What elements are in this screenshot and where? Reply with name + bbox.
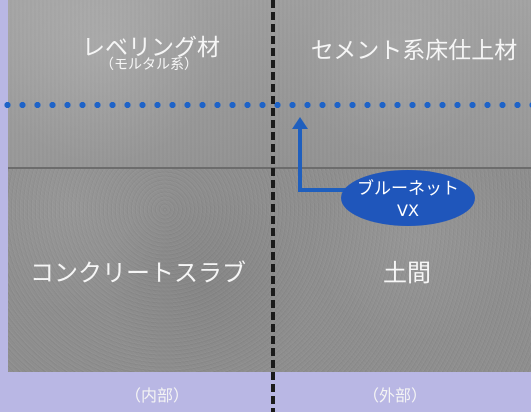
inside-footer-label: （内部） bbox=[125, 386, 190, 405]
bottom-left-label: コンクリートスラブ bbox=[30, 259, 246, 287]
top-left-sub-label: （モルタル系） bbox=[100, 57, 198, 73]
inside-outside-divider-line bbox=[271, 0, 275, 412]
blue-callout-bubble: ブルーネット VX bbox=[341, 170, 475, 226]
outside-footer-label: （外部） bbox=[363, 386, 428, 405]
callout-line-2: VX bbox=[397, 201, 419, 220]
top-right-label: セメント系床仕上材 bbox=[310, 38, 518, 64]
arrow-connector-line bbox=[298, 188, 352, 192]
layer-boundary-line bbox=[8, 167, 531, 169]
blue-dotted-reinforcement-line bbox=[0, 100, 531, 110]
callout-line-1: ブルーネット bbox=[357, 179, 459, 199]
top-surface-layer bbox=[8, 0, 531, 167]
top-left-main-label: レベリング材 bbox=[82, 35, 220, 61]
upward-arrow-head-icon bbox=[292, 117, 308, 129]
upward-arrow-shaft bbox=[298, 128, 302, 192]
bottom-right-label: 土間 bbox=[383, 259, 431, 287]
